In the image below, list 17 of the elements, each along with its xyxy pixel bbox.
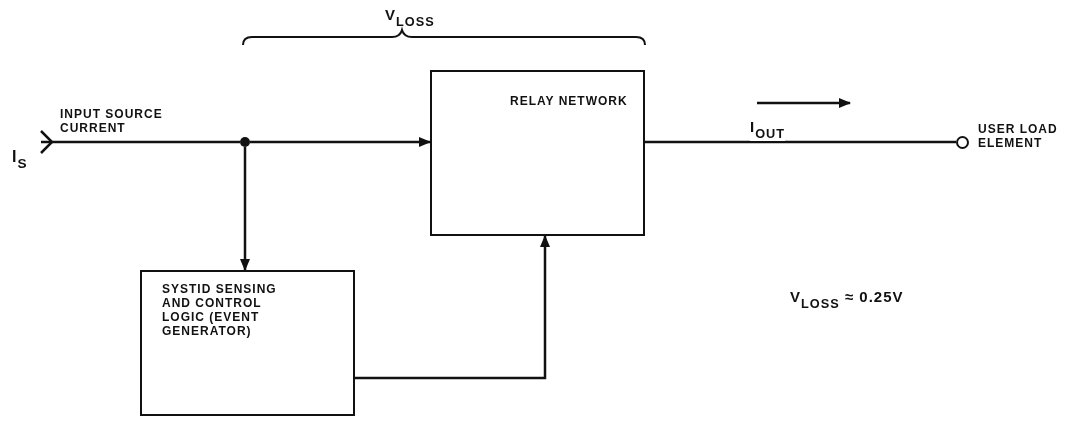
arrow <box>250 137 431 147</box>
source-label: I$_{S}$ <box>12 146 41 170</box>
box-label: RELAY NETWORK <box>510 94 629 108</box>
box-label: SYSTID SENSING AND CONTROL LOGIC (EVENT GENERATOR) <box>162 282 278 338</box>
arrow <box>355 235 550 380</box>
connector-line <box>645 140 956 144</box>
voltage-label: V$_{LOSS}$ ≈ 0.25V <box>790 288 904 313</box>
terminal-label: INPUT SOURCE CURRENT <box>60 107 164 135</box>
edge-label: I$_{OUT}$ <box>750 120 786 141</box>
junction-dot <box>240 137 250 147</box>
arrow <box>240 147 250 271</box>
output-terminal <box>956 136 969 149</box>
voltage-label: V$_{LOSS}$ <box>385 6 435 31</box>
arrow <box>39 129 240 155</box>
terminal-label: USER LOAD ELEMENT <box>978 122 1059 150</box>
process-box <box>140 270 355 416</box>
process-box <box>430 70 645 236</box>
